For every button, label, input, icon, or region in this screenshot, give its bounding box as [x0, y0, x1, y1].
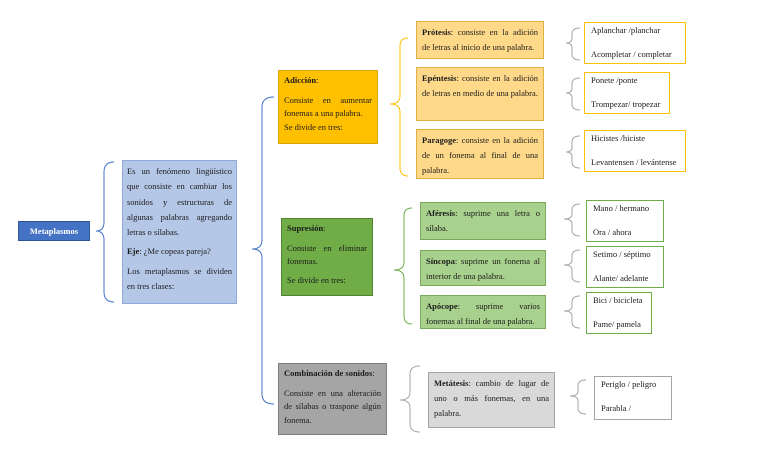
combinacion-title-suffix: : [372, 368, 375, 378]
examples-metatesis: Periglo / peligro Parabla / [594, 376, 672, 420]
bracket-apocope [563, 295, 581, 329]
examples-sincopa: Setimo / séptimo Alante/ adelante [586, 246, 664, 288]
subtype-aferesis: Aféresis: suprime una letra o sílaba. [420, 202, 546, 240]
supresion-divide: Se divide en tres: [287, 274, 346, 285]
sincopa-definition: Síncopa: suprime un fonema al interior d… [426, 254, 540, 284]
protesis-definition: Prótesis: consiste en la adición de letr… [422, 25, 538, 55]
subtype-epentesis: Epéntesis: consiste en la adición de let… [416, 67, 544, 121]
root-label: Metaplasmos [29, 226, 79, 236]
adiccion-divide: Se divide en tres: [284, 121, 343, 132]
adiccion-title-suffix: : [316, 75, 319, 85]
aferesis-text: : suprime una letra o sílaba. [426, 208, 540, 233]
examples-protesis: Aplanchar /planchar Acompletar / complet… [584, 22, 686, 64]
example-item: Periglo / peligro [601, 379, 657, 389]
example-item: Hicistes /hiciste [591, 133, 646, 143]
examples-aferesis: Mano / hermano Ora / ahora [586, 200, 664, 242]
combinacion-title: Combinación de sonidos: [284, 367, 381, 381]
example-item: Alante/ adelante [593, 273, 649, 284]
examples-paragoge: Hicistes /hiciste Levantensen / levánten… [584, 130, 686, 172]
subtype-sincopa: Síncopa: suprime un fonema al interior d… [420, 250, 546, 286]
subtype-protesis: Prótesis: consiste en la adición de letr… [416, 21, 544, 59]
sincopa-text: : suprime un fonema al interior de una p… [426, 256, 540, 281]
subtype-metatesis: Metátesis: cambio de lugar de uno o más … [428, 372, 555, 428]
supresion-title-term: Supresión [287, 223, 324, 233]
example-item: Bici / bicicleta [593, 295, 643, 305]
example-item: Aplanchar /planchar [591, 25, 661, 35]
example-item: Levantensen / levántense [591, 157, 677, 168]
epentesis-text: : consiste en la adición de letras en me… [422, 73, 538, 98]
metatesis-text: : cambio de lugar de uno o más fonemas, … [434, 378, 549, 418]
examples-epentesis: Ponete /ponte Trompezar/ tropezar [584, 72, 670, 114]
protesis-text: : consiste en la adición de letras al in… [422, 27, 538, 52]
example-item: Pame/ pamela [593, 319, 641, 330]
subtype-apocope: Apócope: suprime varios fonemas al final… [420, 295, 546, 329]
supresion-title: Supresión: [287, 222, 367, 236]
adiccion-title: Adicción: [284, 74, 372, 88]
aferesis-definition: Aféresis: suprime una letra o sílaba. [426, 206, 540, 236]
example-item: Ponete /ponte [591, 75, 638, 85]
supresion-title-suffix: : [323, 223, 326, 233]
supresion-text: Consiste en eliminar fonemas. [287, 242, 367, 267]
bracket-metatesis [569, 379, 587, 415]
subtype-paragoge: Paragoge: consiste en la adición de un f… [416, 129, 544, 179]
example-item: Parabla / [601, 403, 631, 414]
combinacion-text: Consiste en una alteración de sílabas o … [284, 387, 381, 425]
bracket-combinacion [399, 365, 421, 433]
example-item: Ora / ahora [593, 227, 632, 238]
protesis-term: Prótesis [422, 27, 451, 37]
definition-box: Es un fenómeno lingüístico que consiste … [122, 160, 237, 304]
bracket-adiccion [389, 37, 409, 177]
paragoge-text: : consiste en la adición de un fonema al… [422, 135, 538, 175]
bracket-supresion [393, 207, 413, 325]
category-combinacion: Combinación de sonidos: Consiste en una … [278, 363, 387, 435]
classes-intro: Los metaplasmos se dividen en tres clase… [127, 265, 232, 292]
example-item: Setimo / séptimo [593, 249, 651, 259]
combinacion-title-term: Combinación de sonidos [284, 368, 373, 378]
bracket-root [95, 161, 115, 303]
paragoge-term: Paragoge [422, 135, 456, 145]
bracket-sincopa [563, 249, 581, 283]
adiccion-text: Consiste en aumentar fonemas a una palab… [284, 94, 372, 119]
epentesis-term: Epéntesis [422, 73, 457, 83]
metatesis-term: Metátesis [434, 378, 469, 388]
definition-text: Es un fenómeno lingüístico que consiste … [127, 166, 232, 238]
root-node: Metaplasmos [18, 221, 90, 241]
example-item: Trompezar/ tropezar [591, 99, 661, 110]
apocope-term: Apócope [426, 301, 458, 311]
bracket-aferesis [563, 203, 581, 237]
example-item: Acompletar / completar [591, 49, 672, 60]
examples-apocope: Bici / bicicleta Pame/ pamela [586, 292, 652, 334]
metatesis-definition: Metátesis: cambio de lugar de uno o más … [434, 376, 549, 421]
adiccion-title-term: Adicción [284, 75, 317, 85]
epentesis-definition: Epéntesis: consiste en la adición de let… [422, 71, 538, 101]
bracket-paragoge [565, 135, 581, 169]
category-adiccion: Adicción: Consiste en aumentar fonemas a… [278, 70, 378, 144]
example-line: Eje: ¿Me copeas pareja? [127, 244, 232, 259]
bracket-epentesis [565, 77, 581, 111]
paragoge-definition: Paragoge: consiste en la adición de un f… [422, 133, 538, 178]
example-term: Eje [127, 246, 140, 257]
bracket-categories [251, 96, 275, 405]
example-item: Mano / hermano [593, 203, 650, 213]
apocope-definition: Apócope: suprime varios fonemas al final… [426, 299, 540, 328]
category-supresion: Supresión: Consiste en eliminar fonemas.… [281, 218, 373, 296]
sincopa-term: Síncopa [426, 256, 455, 266]
example-text: : ¿Me copeas pareja? [139, 246, 211, 257]
bracket-protesis [565, 27, 581, 61]
aferesis-term: Aféresis [426, 208, 456, 218]
apocope-text: : suprime varios fonemas al final de una… [426, 301, 540, 326]
